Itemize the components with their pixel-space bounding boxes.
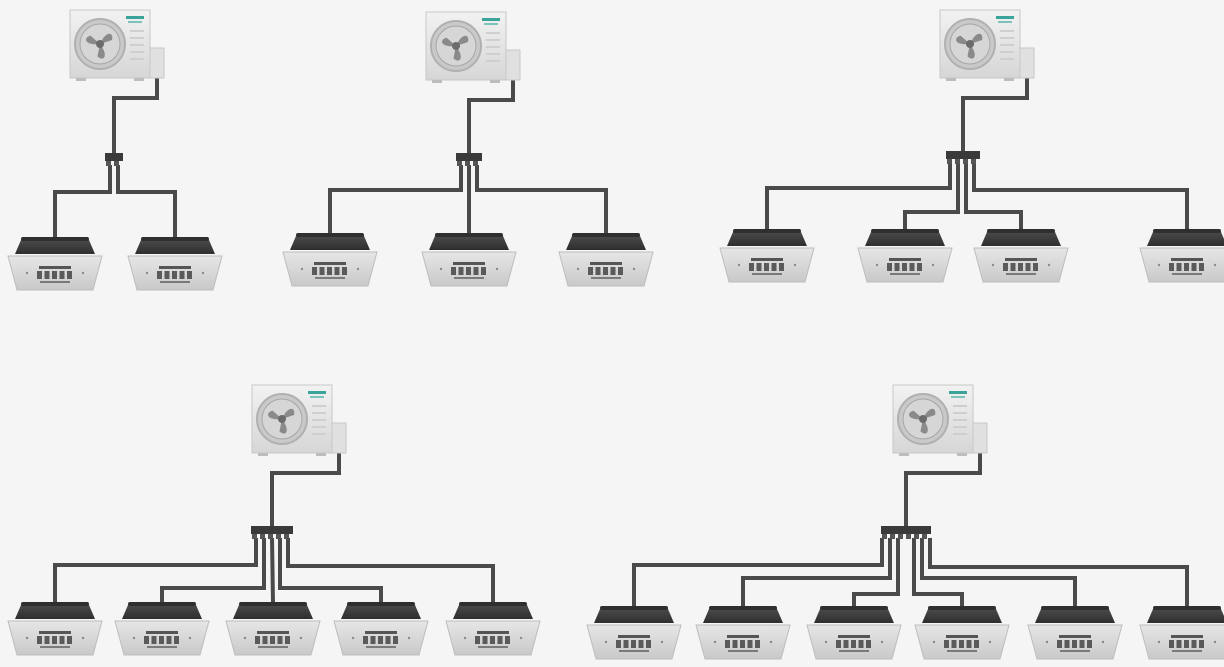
outdoor-unit-icon-config-5	[251, 384, 347, 456]
outdoor-unit-icon-config-6	[892, 384, 988, 456]
ceiling-cassette-icon-config-6-6	[1139, 606, 1224, 660]
unit-layer	[7, 9, 1224, 660]
branch-pipe-config-5-4	[278, 538, 383, 603]
ceiling-cassette-icon-config-2-1	[7, 237, 103, 291]
ceiling-cassette-icon-config-3-3	[558, 233, 654, 287]
outdoor-unit-icon-config-2	[69, 9, 165, 81]
trunk-pipe-config-6	[904, 453, 982, 526]
outdoor-unit-icon-config-4	[939, 9, 1035, 81]
ceiling-cassette-icon-config-6-2	[695, 606, 791, 660]
branch-pipe-config-5-1	[53, 538, 258, 603]
ceiling-cassette-icon-config-3-2	[421, 233, 517, 287]
branch-pipe-config-6-4	[912, 538, 964, 607]
branch-pipe-config-2-1	[53, 165, 112, 238]
branch-pipe-config-6-6	[928, 538, 1189, 607]
ceiling-cassette-icon-config-3-1	[282, 233, 378, 287]
branch-pipe-config-5-5	[286, 538, 495, 603]
ceiling-cassette-icon-config-6-1	[586, 606, 682, 660]
trunk-pipe-config-2	[112, 78, 159, 153]
ceiling-cassette-icon-config-6-5	[1027, 606, 1123, 660]
ceiling-cassette-icon-config-6-3	[806, 606, 902, 660]
trunk-pipe-config-4	[961, 78, 1029, 151]
branch-pipe-config-2-2	[116, 165, 177, 238]
ceiling-cassette-icon-config-5-3	[225, 602, 321, 656]
ceiling-cassette-icon-config-4-3	[973, 229, 1069, 283]
branch-pipe-config-6-5	[920, 538, 1077, 607]
pipe-layer	[53, 78, 1189, 607]
branch-pipe-config-6-3	[852, 538, 900, 607]
branch-pipe-config-3-3	[475, 165, 608, 234]
branch-pipe-config-4-2	[903, 163, 960, 230]
branch-pipe-config-6-2	[741, 538, 892, 607]
ceiling-cassette-icon-config-5-1	[7, 602, 103, 656]
ceiling-cassette-icon-config-6-4	[914, 606, 1010, 660]
branch-pipe-config-5-2	[160, 538, 266, 603]
outdoor-unit-icon-config-3	[425, 11, 521, 83]
ceiling-cassette-icon-config-5-4	[333, 602, 429, 656]
trunk-pipe-config-5	[270, 453, 341, 526]
branch-pipe-config-4-3	[964, 163, 1023, 230]
ceiling-cassette-icon-config-4-4	[1139, 229, 1224, 283]
trunk-pipe-config-3	[467, 80, 515, 153]
ceiling-cassette-icon-config-5-2	[114, 602, 210, 656]
refrigerant-branch-manifold-icon-config-2	[105, 153, 123, 166]
refrigerant-branch-manifold-icon-config-6	[881, 526, 931, 539]
refrigerant-branch-manifold-icon-config-3	[456, 153, 482, 166]
branch-pipe-config-4-4	[972, 163, 1189, 230]
branch-pipe-config-6-1	[632, 538, 884, 607]
ceiling-cassette-icon-config-2-2	[127, 237, 223, 291]
branch-pipe-config-3-1	[328, 165, 463, 234]
branch-pipe-config-4-1	[765, 163, 952, 230]
ceiling-cassette-icon-config-5-5	[445, 602, 541, 656]
ceiling-cassette-icon-config-4-1	[719, 229, 815, 283]
branch-pipe-config-5-3	[270, 537, 275, 604]
ceiling-cassette-icon-config-4-2	[857, 229, 953, 283]
refrigerant-branch-manifold-icon-config-4	[946, 151, 980, 164]
refrigerant-branch-manifold-icon-config-5	[251, 526, 293, 539]
